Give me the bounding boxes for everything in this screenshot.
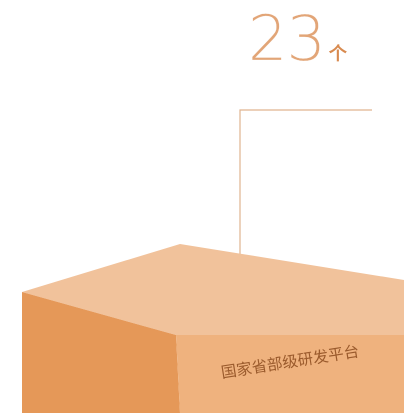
leader-line [239,109,372,292]
block-top-face [22,244,404,335]
stat-number: 23 [248,2,326,75]
block-side-face [176,335,404,413]
block-front-face [22,292,180,413]
stat-readout: 23 个 [248,2,347,75]
stat-unit: 个 [328,44,347,65]
